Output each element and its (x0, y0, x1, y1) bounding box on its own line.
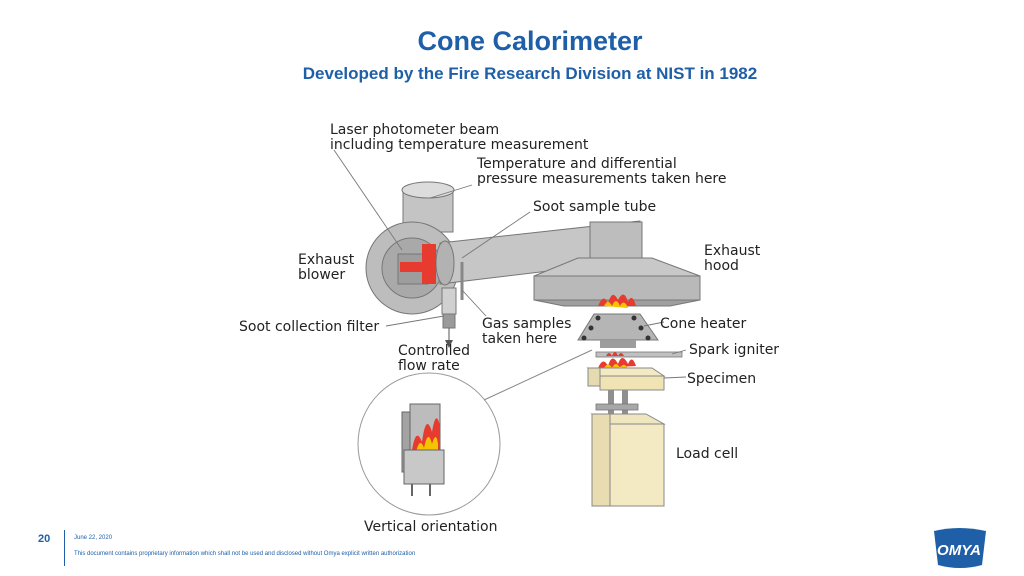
vertical-orientation-inset (357, 349, 593, 516)
label-laser-line2: including temperature measurement (330, 137, 589, 153)
footer-disclaimer: This document contains proprietary infor… (74, 551, 416, 557)
load-cell (590, 413, 666, 507)
label-cone-heater: Cone heater (660, 316, 746, 332)
label-exhaust-hood-line2: hood (704, 258, 739, 274)
soot-filter-assembly (441, 262, 464, 348)
footer-divider (64, 530, 65, 566)
omya-logo: OMYA (934, 528, 986, 568)
spark-igniter (595, 351, 683, 358)
cone-heater (577, 313, 659, 348)
label-flow-line1: Controlled (398, 343, 470, 359)
label-vertical-orientation: Vertical orientation (364, 519, 497, 535)
label-gas-line1: Gas samples (482, 316, 571, 332)
label-temp-line2: pressure measurements taken here (477, 171, 727, 187)
label-exhaust-blower-line2: blower (298, 267, 345, 283)
slide-title: Cone Calorimeter (417, 26, 643, 56)
label-temp-line1: Temperature and differential (476, 156, 677, 172)
label-specimen: Specimen (687, 371, 756, 387)
specimen (586, 358, 666, 391)
label-soot-tube: Soot sample tube (533, 199, 656, 215)
exhaust-hood (533, 221, 701, 307)
leader-lines (333, 149, 687, 379)
label-soot-filter: Soot collection filter (239, 319, 379, 335)
load-cell-stem (595, 390, 639, 414)
label-flow-line2: flow rate (398, 358, 460, 374)
omya-logo-text: OMYA (937, 542, 981, 559)
label-laser-line1: Laser photometer beam (330, 122, 499, 138)
label-spark-igniter: Spark igniter (689, 342, 779, 358)
label-gas-line2: taken here (482, 331, 557, 347)
flames-hood (598, 294, 636, 308)
label-load-cell: Load cell (676, 446, 738, 462)
slide-subtitle: Developed by the Fire Research Division … (302, 64, 758, 83)
label-exhaust-hood-line1: Exhaust (704, 243, 761, 259)
footer-date: June 22, 2020 (74, 535, 113, 541)
page-number: 20 (38, 533, 51, 545)
label-exhaust-blower-line1: Exhaust (298, 252, 355, 268)
